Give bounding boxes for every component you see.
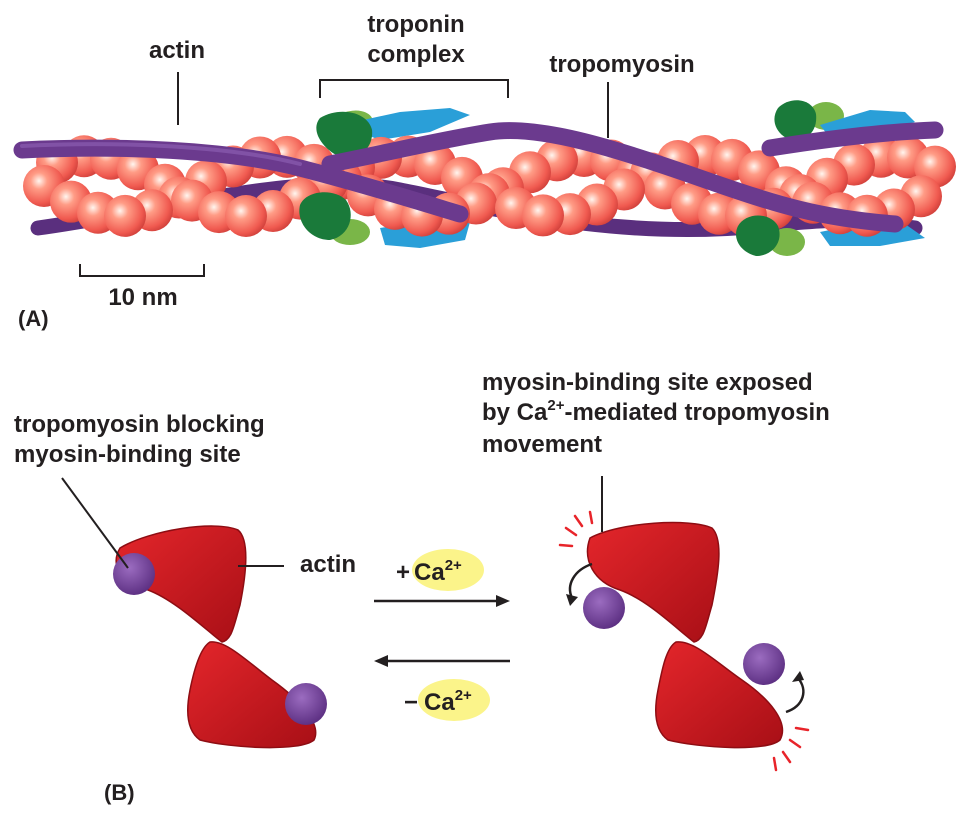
scale-bar-label: 10 nm bbox=[108, 284, 177, 311]
blocking-label-line2: myosin-binding site bbox=[14, 441, 241, 468]
calcium-add-label: +Ca2+ bbox=[396, 557, 462, 586]
actin-bead bbox=[522, 194, 564, 237]
tropomyosin-bead-displaced bbox=[583, 587, 625, 629]
calcium-regulation-diagram: +Ca2+ −Ca2+ tropomyosin blocking myosin-… bbox=[14, 369, 830, 805]
displacement-arrow bbox=[785, 677, 805, 714]
scale-bar bbox=[79, 264, 205, 277]
troponin-subunit-blue bbox=[340, 108, 470, 140]
blocking-label-line1: tropomyosin blocking bbox=[14, 411, 265, 438]
troponin-label-line2: complex bbox=[367, 41, 465, 68]
exposed-label-line1: myosin-binding site exposed bbox=[482, 369, 813, 396]
exposed-label-line2: by Ca2+-mediated tropomyosin bbox=[482, 397, 830, 426]
thin-filament-model: actin troponin complex tropomyosin 10 nm… bbox=[13, 11, 956, 331]
actin-monomer-lower bbox=[186, 641, 317, 749]
troponin-subunit-dark bbox=[736, 215, 780, 256]
tropomyosin-strand-front bbox=[761, 121, 944, 157]
calcium-remove-label: −Ca2+ bbox=[404, 687, 472, 716]
tropomyosin-strand-front bbox=[13, 139, 469, 223]
panel-b-label: (B) bbox=[104, 780, 135, 805]
actin-label: actin bbox=[149, 37, 205, 64]
calcium-highlight bbox=[418, 679, 490, 721]
troponin-subunit-dark bbox=[299, 192, 351, 240]
actin-bead bbox=[104, 194, 146, 237]
binding-site-highlight-marks bbox=[558, 510, 810, 772]
actin-bead bbox=[225, 194, 267, 237]
tropomyosin-bead bbox=[285, 683, 327, 725]
troponin-subunit-dark bbox=[316, 111, 373, 158]
blocking-leader-line bbox=[61, 477, 129, 569]
actin-label-b: actin bbox=[300, 551, 356, 578]
displacement-arrowhead bbox=[566, 594, 578, 606]
troponin-label-line1: troponin bbox=[367, 11, 464, 38]
tropomyosin-label: tropomyosin bbox=[549, 51, 694, 78]
actin-blocked-state bbox=[113, 525, 327, 749]
displacement-arrow bbox=[568, 562, 593, 599]
displacement-arrowhead bbox=[792, 671, 804, 682]
tropomyosin-strand-highlight bbox=[20, 142, 302, 166]
tropomyosin-bead-displaced bbox=[743, 643, 785, 685]
exposed-label-line3: movement bbox=[482, 431, 602, 458]
actin-exposed-state bbox=[558, 510, 810, 772]
calcium-highlight bbox=[412, 549, 484, 591]
actin-monomer-lower bbox=[654, 641, 784, 749]
panel-a-label: (A) bbox=[18, 306, 49, 331]
reverse-arrowhead bbox=[374, 655, 388, 667]
troponin-subunit-dark bbox=[774, 100, 817, 141]
tropomyosin-bead bbox=[113, 553, 155, 595]
actin-monomer-upper bbox=[586, 521, 720, 643]
troponin-bracket bbox=[319, 79, 509, 98]
tropomyosin-strand-front bbox=[321, 122, 904, 233]
forward-arrowhead bbox=[496, 595, 510, 607]
